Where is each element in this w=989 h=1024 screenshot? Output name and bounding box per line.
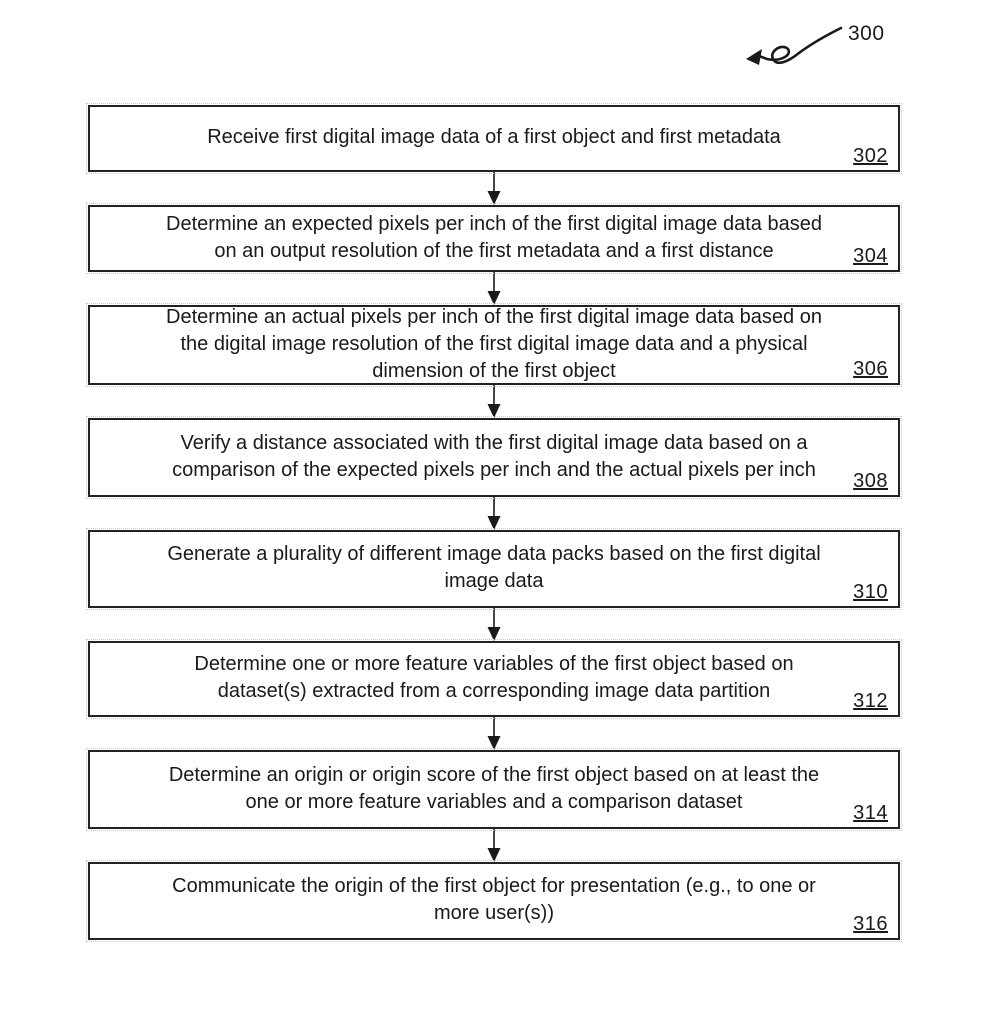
flow-step-306: Determine an actual pixels per inch of t… [86, 303, 902, 387]
step-text: Communicate the origin of the first obje… [172, 875, 816, 924]
step-number: 310 [853, 581, 888, 603]
down-arrow [88, 829, 900, 862]
down-arrow [88, 608, 900, 641]
step-text: Generate a plurality of different image … [167, 543, 821, 592]
flow-step-312: Determine one or more feature variables … [86, 639, 902, 719]
step-number: 312 [853, 690, 888, 712]
step-number: 316 [853, 913, 888, 935]
step-number: 314 [853, 802, 888, 824]
step-number: 308 [853, 470, 888, 492]
flow-step-304: Determine an expected pixels per inch of… [86, 203, 902, 274]
flowchart: Receive first digital image data of a fi… [86, 103, 902, 942]
flow-step-316: Communicate the origin of the first obje… [86, 860, 902, 942]
step-number: 304 [853, 245, 888, 267]
flow-step-302: Receive first digital image data of a fi… [86, 103, 902, 174]
step-text: Verify a distance associated with the fi… [172, 431, 816, 481]
step-text: Receive first digital image data of a fi… [207, 126, 781, 148]
flow-step-308: Verify a distance associated with the fi… [86, 416, 902, 499]
down-arrow [88, 172, 900, 205]
down-arrow [88, 385, 900, 418]
down-arrow [88, 717, 900, 750]
step-text: Determine one or more feature variables … [194, 653, 794, 702]
step-text: Determine an expected pixels per inch of… [166, 212, 822, 262]
step-text: Determine an actual pixels per inch of t… [166, 305, 822, 382]
step-text: Determine an origin or origin score of t… [168, 763, 820, 813]
squiggle-lead-arrow-icon [746, 26, 843, 65]
down-arrow [88, 272, 900, 305]
down-arrow [88, 497, 900, 530]
flow-step-314: Determine an origin or origin score of t… [86, 748, 902, 831]
figure-reference: 300 [735, 14, 895, 76]
step-number: 302 [853, 145, 888, 167]
flow-step-310: Generate a plurality of different image … [86, 528, 902, 610]
step-number: 306 [853, 358, 888, 380]
figure-number-label: 300 [848, 22, 885, 45]
